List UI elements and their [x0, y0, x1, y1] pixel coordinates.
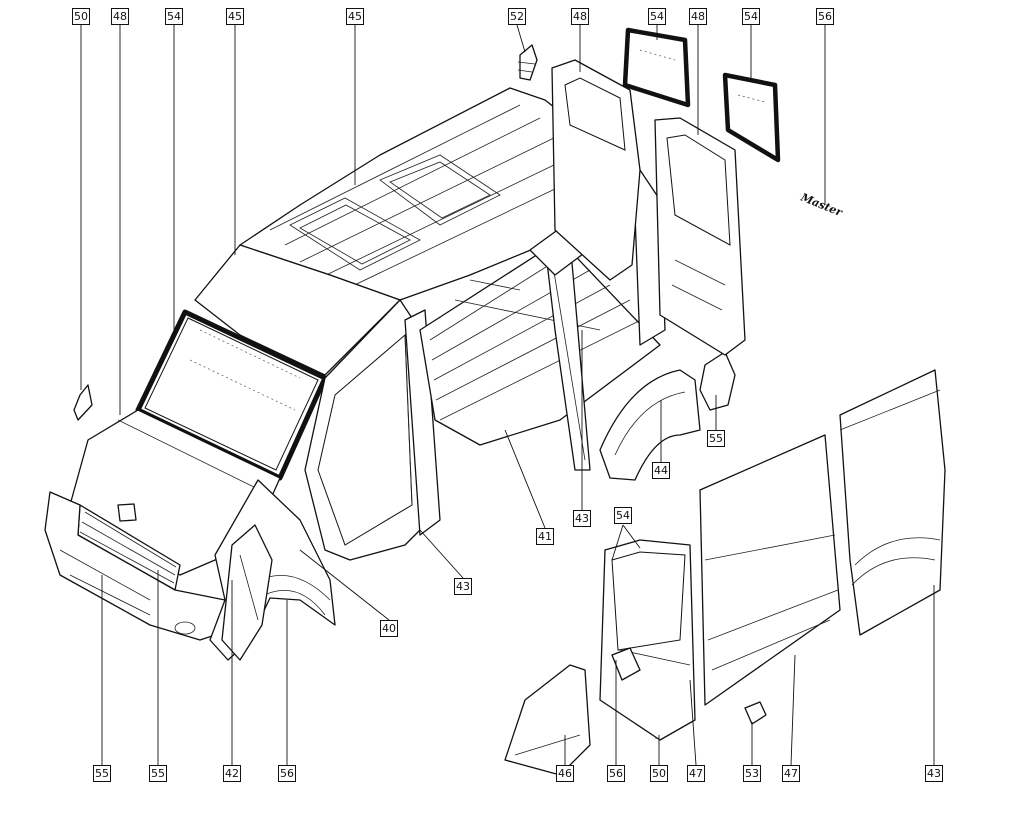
callout-44: 44: [652, 462, 670, 479]
callout-56-bottom-left: 56: [278, 765, 296, 782]
callout-55-mid: 55: [707, 430, 725, 447]
glass-panes: [622, 27, 781, 163]
callout-46: 46: [556, 765, 574, 782]
callout-54-door: 54: [614, 507, 632, 524]
callout-47-a: 47: [687, 765, 705, 782]
callout-48-top-right: 48: [689, 8, 707, 25]
callout-41: 41: [536, 528, 554, 545]
callout-54-top-right: 54: [742, 8, 760, 25]
master-badge: Master: [798, 190, 845, 219]
callout-43-bottom: 43: [925, 765, 943, 782]
callout-47-b: 47: [782, 765, 800, 782]
badge-text: Master: [798, 190, 845, 219]
callout-52: 52: [508, 8, 526, 25]
callout-45-a: 45: [226, 8, 244, 25]
callout-48-top-mid: 48: [571, 8, 589, 25]
callout-40: 40: [380, 620, 398, 637]
callout-50-top: 50: [72, 8, 90, 25]
callout-54-top-left: 54: [165, 8, 183, 25]
callout-53: 53: [743, 765, 761, 782]
leader-lines: [80, 24, 935, 766]
callout-55-bottom-b: 55: [149, 765, 167, 782]
callout-54-top-mid: 54: [648, 8, 666, 25]
callout-43-pillar: 43: [573, 510, 591, 527]
callout-56-top: 56: [816, 8, 834, 25]
callout-48-top-left: 48: [111, 8, 129, 25]
rear-doors: [551, 59, 746, 356]
callout-42: 42: [223, 765, 241, 782]
callout-43-cab: 43: [454, 578, 472, 595]
callout-45-b: 45: [346, 8, 364, 25]
callout-55-bottom-a: 55: [93, 765, 111, 782]
callout-50-bottom: 50: [650, 765, 668, 782]
callout-56-bottom-right: 56: [607, 765, 625, 782]
side-panels: [504, 369, 946, 776]
